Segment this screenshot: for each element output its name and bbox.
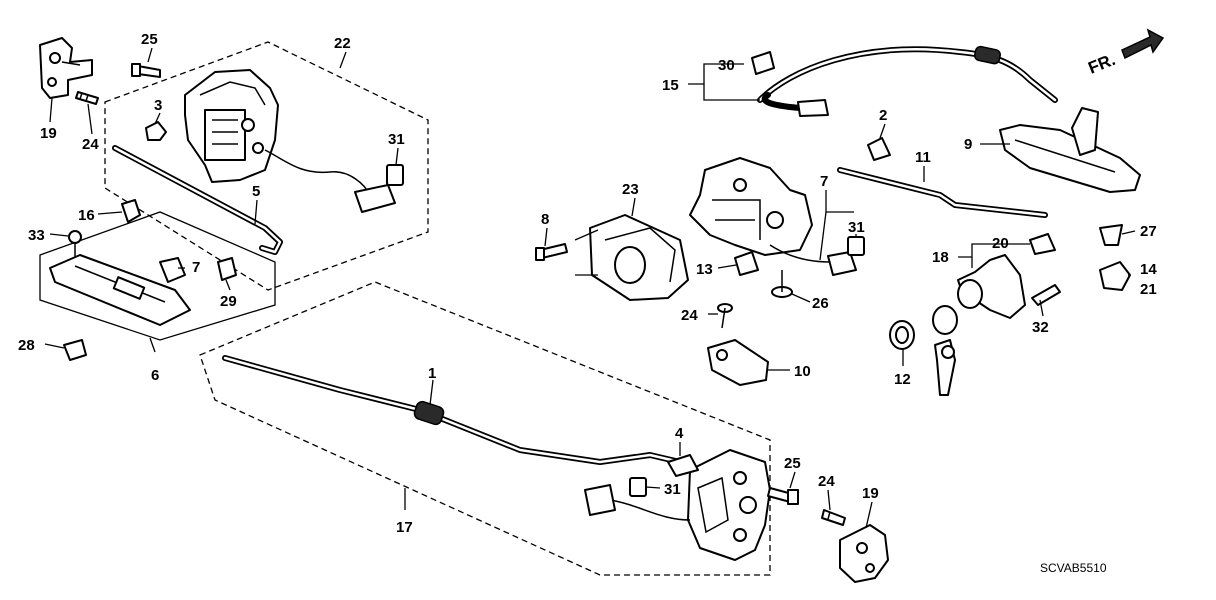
gasket-part-12: [889, 320, 915, 350]
assembly-box-6: [39, 211, 276, 341]
screw-part-32: [1031, 284, 1061, 306]
clip-part-3: [145, 121, 167, 141]
cable-part-15-lower: [757, 46, 1058, 103]
callout-21: 21: [1140, 281, 1157, 298]
callout-31-b: 31: [848, 219, 865, 236]
front-direction-label: FR.: [1086, 50, 1119, 78]
callout-24-top: 24: [82, 136, 99, 153]
callout-9: 9: [964, 136, 972, 153]
callout-16: 16: [78, 207, 95, 224]
callout-7-right: 7: [820, 173, 828, 190]
callout-6: 6: [151, 367, 159, 384]
hinge-part-19-top: [39, 37, 93, 99]
callout-29: 29: [220, 293, 237, 310]
screw-part-24-top: [75, 91, 99, 105]
callout-26: 26: [812, 295, 829, 312]
callout-13: 13: [696, 261, 713, 278]
screw-part-24-middle: [717, 303, 733, 329]
callout-14: 14: [1140, 261, 1157, 278]
callout-3: 3: [154, 97, 162, 114]
clip-part-20: [1029, 233, 1056, 255]
door-lock-part-7: [689, 157, 857, 276]
screw-part-25-bottom: [767, 487, 799, 505]
callout-10: 10: [794, 363, 811, 380]
front-direction-indicator: FR.: [1086, 28, 1165, 78]
callout-4: 4: [675, 425, 684, 442]
callout-8: 8: [541, 211, 549, 228]
callout-28: 28: [18, 337, 35, 354]
callout-19-bottom: 19: [862, 485, 879, 502]
callout-30: 30: [718, 57, 735, 74]
bracket-part-14: [1099, 261, 1131, 291]
callout-23: 23: [622, 181, 639, 198]
clip-part-27: [1099, 224, 1123, 246]
callout-25-top: 25: [141, 31, 158, 48]
assembly-box-17: [199, 281, 771, 576]
rear-latch-part-17: [584, 449, 771, 561]
callout-5: 5: [252, 183, 260, 200]
callout-24-middle: 24: [681, 307, 698, 324]
clip-part-30: [751, 51, 775, 75]
callout-33: 33: [28, 227, 45, 244]
callout-15: 15: [662, 77, 679, 94]
callout-19-top: 19: [40, 125, 57, 142]
screw-part-24-bottom: [821, 509, 846, 526]
callout-7-left: 7: [192, 259, 200, 276]
bracket-part-10: [707, 339, 769, 386]
clip-part-13: [734, 251, 759, 276]
cable-part-15-upper: [761, 92, 803, 111]
clip-part-4: [667, 454, 699, 477]
grommet-part-31-a: [386, 164, 404, 186]
screw-part-8: [535, 243, 568, 261]
callout-31-a: 31: [388, 131, 405, 148]
callout-32: 32: [1032, 319, 1049, 336]
assembly-box-22: [104, 41, 429, 291]
callout-1: 1: [428, 365, 436, 382]
clip-part-16: [121, 199, 141, 223]
callout-24-bottom: 24: [818, 473, 835, 490]
callout-12: 12: [894, 371, 911, 388]
grommet-part-31-b: [847, 236, 865, 256]
screw-part-26: [771, 270, 793, 298]
callout-2: 2: [879, 107, 887, 124]
clip-part-2: [867, 137, 891, 161]
callout-11: 11: [915, 149, 931, 166]
outer-handle-part-6: [49, 254, 237, 326]
callout-25-bottom: 25: [784, 455, 801, 472]
screw-part-25-top: [131, 63, 161, 78]
grommet-part-31-c: [629, 477, 647, 497]
grommet-part-28: [63, 339, 87, 361]
callout-labels: 25 22 3 19 24 31 5 16 33 29 28 6 1 17 4 …: [18, 31, 1157, 536]
callout-20: 20: [992, 235, 1009, 252]
callout-17: 17: [396, 519, 413, 536]
handle-part-9: [999, 107, 1141, 193]
cable-sleeve: [413, 400, 445, 426]
actuator-part-23: [574, 214, 689, 301]
key-cylinder-part-18: [932, 254, 1026, 396]
callout-31-c: 31: [664, 481, 681, 498]
hinge-part-19-bottom: [839, 524, 889, 583]
callout-18: 18: [932, 249, 949, 266]
callout-27: 27: [1140, 223, 1157, 240]
cable-part-1: [222, 355, 683, 465]
leader-lines: [44, 47, 1136, 529]
callout-22: 22: [334, 35, 351, 52]
diagram-code: SCVAB5510: [1040, 561, 1107, 575]
door-lock-part-22: [184, 69, 396, 213]
front-arrow-icon: [1121, 28, 1165, 60]
cable-sleeve-top: [973, 45, 1001, 65]
